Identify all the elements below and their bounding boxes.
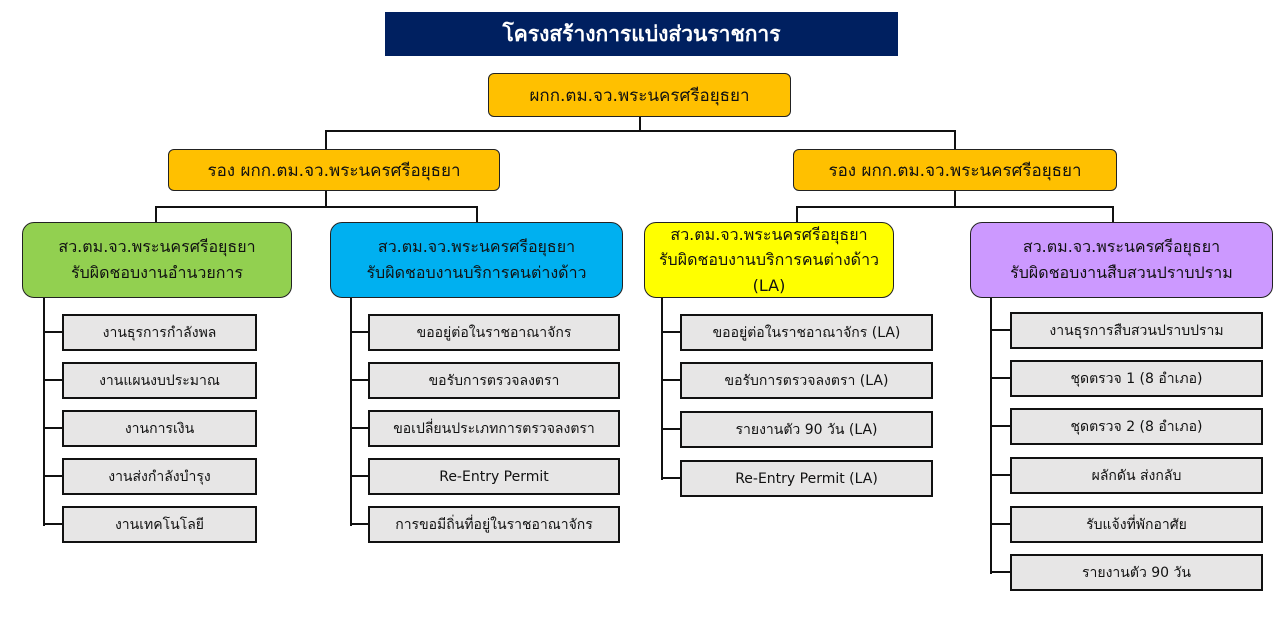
unit-box: สว.ตม.จว.พระนครศรีอยุธยารับผิดชอบงานบริก… xyxy=(330,222,623,298)
task-box: งานธุรการสืบสวนปราบปราม xyxy=(1010,312,1263,349)
unit-line2: รับผิดชอบงานบริการคนต่างด้าว xyxy=(366,263,587,282)
task-box: ขออยู่ต่อในราชอาณาจักร xyxy=(368,314,620,351)
connector xyxy=(639,117,641,132)
connector xyxy=(661,379,680,381)
connector xyxy=(990,474,1010,476)
unit-line1: สว.ตม.จว.พระนครศรีอยุธยา xyxy=(1022,237,1221,257)
connector xyxy=(990,523,1010,525)
connector xyxy=(43,379,62,381)
unit-line2: รับผิดชอบงานสืบสวนปราบปราม xyxy=(1010,263,1233,282)
connector xyxy=(43,331,62,333)
task-box: ขอเปลี่ยนประเภทการตรวจลงตรา xyxy=(368,410,620,447)
connector xyxy=(155,206,157,222)
task-box: งานแผนงบประมาณ xyxy=(62,362,257,399)
connector xyxy=(350,379,368,381)
task-box: ชุดตรวจ 1 (8 อำเภอ) xyxy=(1010,360,1263,397)
task-box: การขอมีถิ่นที่อยู่ในราชอาณาจักร xyxy=(368,506,620,543)
connector xyxy=(476,206,478,222)
connector xyxy=(350,475,368,477)
task-box: งานการเงิน xyxy=(62,410,257,447)
task-box: รายงานตัว 90 วัน (LA) xyxy=(680,411,933,448)
task-box: ขออยู่ต่อในราชอาณาจักร (LA) xyxy=(680,314,933,351)
unit-line2: รับผิดชอบงานบริการคนต่างด้าว (LA) xyxy=(658,250,880,295)
connector xyxy=(325,130,327,149)
connector xyxy=(954,191,956,208)
task-box: ชุดตรวจ 2 (8 อำเภอ) xyxy=(1010,408,1263,445)
connector xyxy=(43,475,62,477)
connector xyxy=(990,377,1010,379)
connector xyxy=(661,298,663,480)
connector xyxy=(990,425,1010,427)
connector xyxy=(797,206,1114,208)
chart-title: โครงสร้างการแบ่งส่วนราชการ xyxy=(385,12,898,56)
deputy-box-left: รอง ผกก.ตม.จว.พระนครศรีอยุธยา xyxy=(168,149,500,191)
connector xyxy=(43,298,45,526)
unit-box: สว.ตม.จว.พระนครศรีอยุธยารับผิดชอบงานบริก… xyxy=(644,222,894,298)
task-box: งานธุรการกำลังพล xyxy=(62,314,257,351)
unit-line1: สว.ตม.จว.พระนครศรีอยุธยา xyxy=(58,237,256,257)
connector xyxy=(350,523,368,525)
connector xyxy=(796,206,798,222)
task-box: Re-Entry Permit xyxy=(368,458,620,495)
connector xyxy=(990,329,1010,331)
connector xyxy=(325,191,327,208)
connector xyxy=(350,427,368,429)
connector xyxy=(350,298,352,526)
task-box: งานเทคโนโลยี xyxy=(62,506,257,543)
connector xyxy=(1112,206,1114,222)
task-box: ขอรับการตรวจลงตรา xyxy=(368,362,620,399)
connector xyxy=(990,298,992,574)
connector xyxy=(954,130,956,149)
connector xyxy=(661,331,680,333)
connector xyxy=(661,477,680,479)
commander-box: ผกก.ตม.จว.พระนครศรีอยุธยา xyxy=(488,73,791,117)
task-box: ผลักดัน ส่งกลับ xyxy=(1010,457,1263,494)
connector xyxy=(43,523,62,525)
unit-box: สว.ตม.จว.พระนครศรีอยุธยารับผิดชอบงานสืบส… xyxy=(970,222,1273,298)
task-box: ขอรับการตรวจลงตรา (LA) xyxy=(680,362,933,399)
unit-box: สว.ตม.จว.พระนครศรีอยุธยารับผิดชอบงานอำนว… xyxy=(22,222,292,298)
connector xyxy=(990,571,1010,573)
task-box: รับแจ้งที่พักอาศัย xyxy=(1010,506,1263,543)
task-box: Re-Entry Permit (LA) xyxy=(680,460,933,497)
connector xyxy=(350,331,368,333)
unit-line1: สว.ตม.จว.พระนครศรีอยุธยา xyxy=(670,224,868,244)
task-box: รายงานตัว 90 วัน xyxy=(1010,554,1263,591)
unit-line1: สว.ตม.จว.พระนครศรีอยุธยา xyxy=(377,237,576,257)
connector xyxy=(43,427,62,429)
connector xyxy=(661,428,680,430)
connector xyxy=(326,130,956,132)
task-box: งานส่งกำลังบำรุง xyxy=(62,458,257,495)
deputy-box-right: รอง ผกก.ตม.จว.พระนครศรีอยุธยา xyxy=(793,149,1117,191)
unit-line2: รับผิดชอบงานอำนวยการ xyxy=(70,263,244,282)
connector xyxy=(156,206,478,208)
